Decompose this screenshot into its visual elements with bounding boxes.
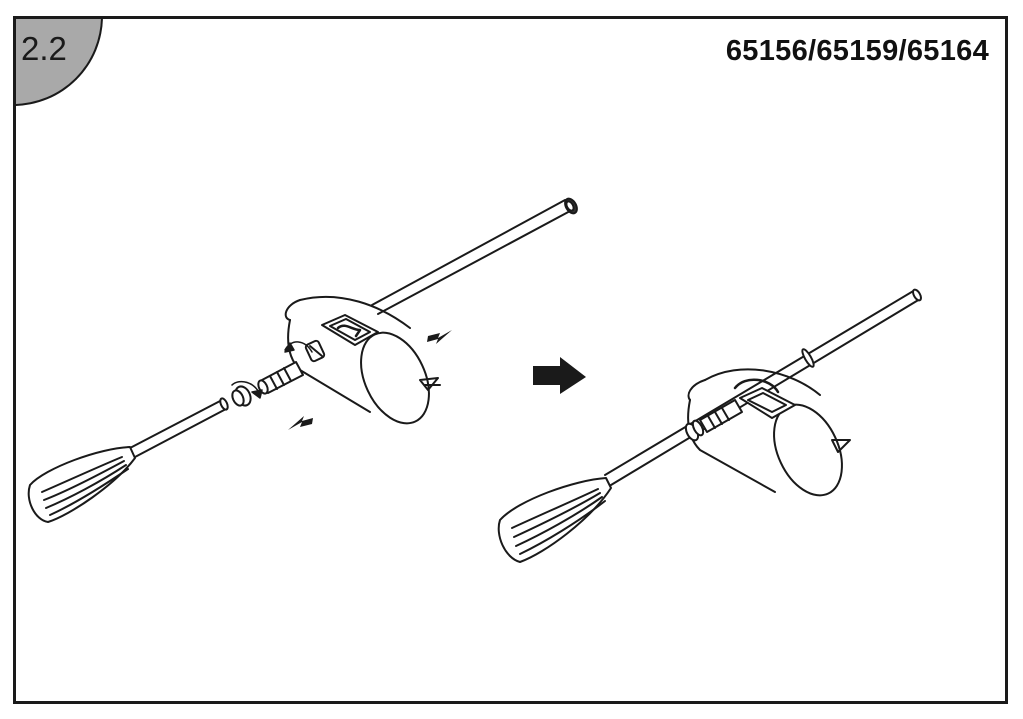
step-badge: 2.2 [16, 19, 103, 106]
boat-tube-icon [284, 295, 441, 425]
assembled-oarlock-icon [733, 378, 796, 419]
exploded-view [27, 197, 578, 523]
model-numbers: 65156/65159/65164 [725, 35, 989, 67]
assembled-connector-icon [684, 399, 743, 442]
connector-sleeve-icon [304, 339, 326, 363]
assembled-oar-blade-icon [497, 477, 612, 563]
direction-arrow-icon [533, 357, 586, 394]
connector-nut-icon [231, 385, 252, 407]
assembled-boat-tube-icon [687, 368, 851, 497]
assembled-view [497, 288, 922, 563]
oar-blade-icon [27, 446, 136, 523]
threaded-connector-icon [257, 361, 304, 395]
upper-oar-shaft-icon [371, 197, 578, 315]
push-arrow-icon [288, 330, 452, 430]
oarlock-icon [321, 314, 379, 346]
instruction-frame: 2.2 65156/65159/65164 [13, 16, 1008, 704]
assembled-oar-shaft-icon [604, 288, 922, 486]
step-number: 2.2 [21, 30, 67, 67]
oar-shaft-icon [118, 397, 229, 464]
rotate-arrow-icon [231, 341, 313, 399]
